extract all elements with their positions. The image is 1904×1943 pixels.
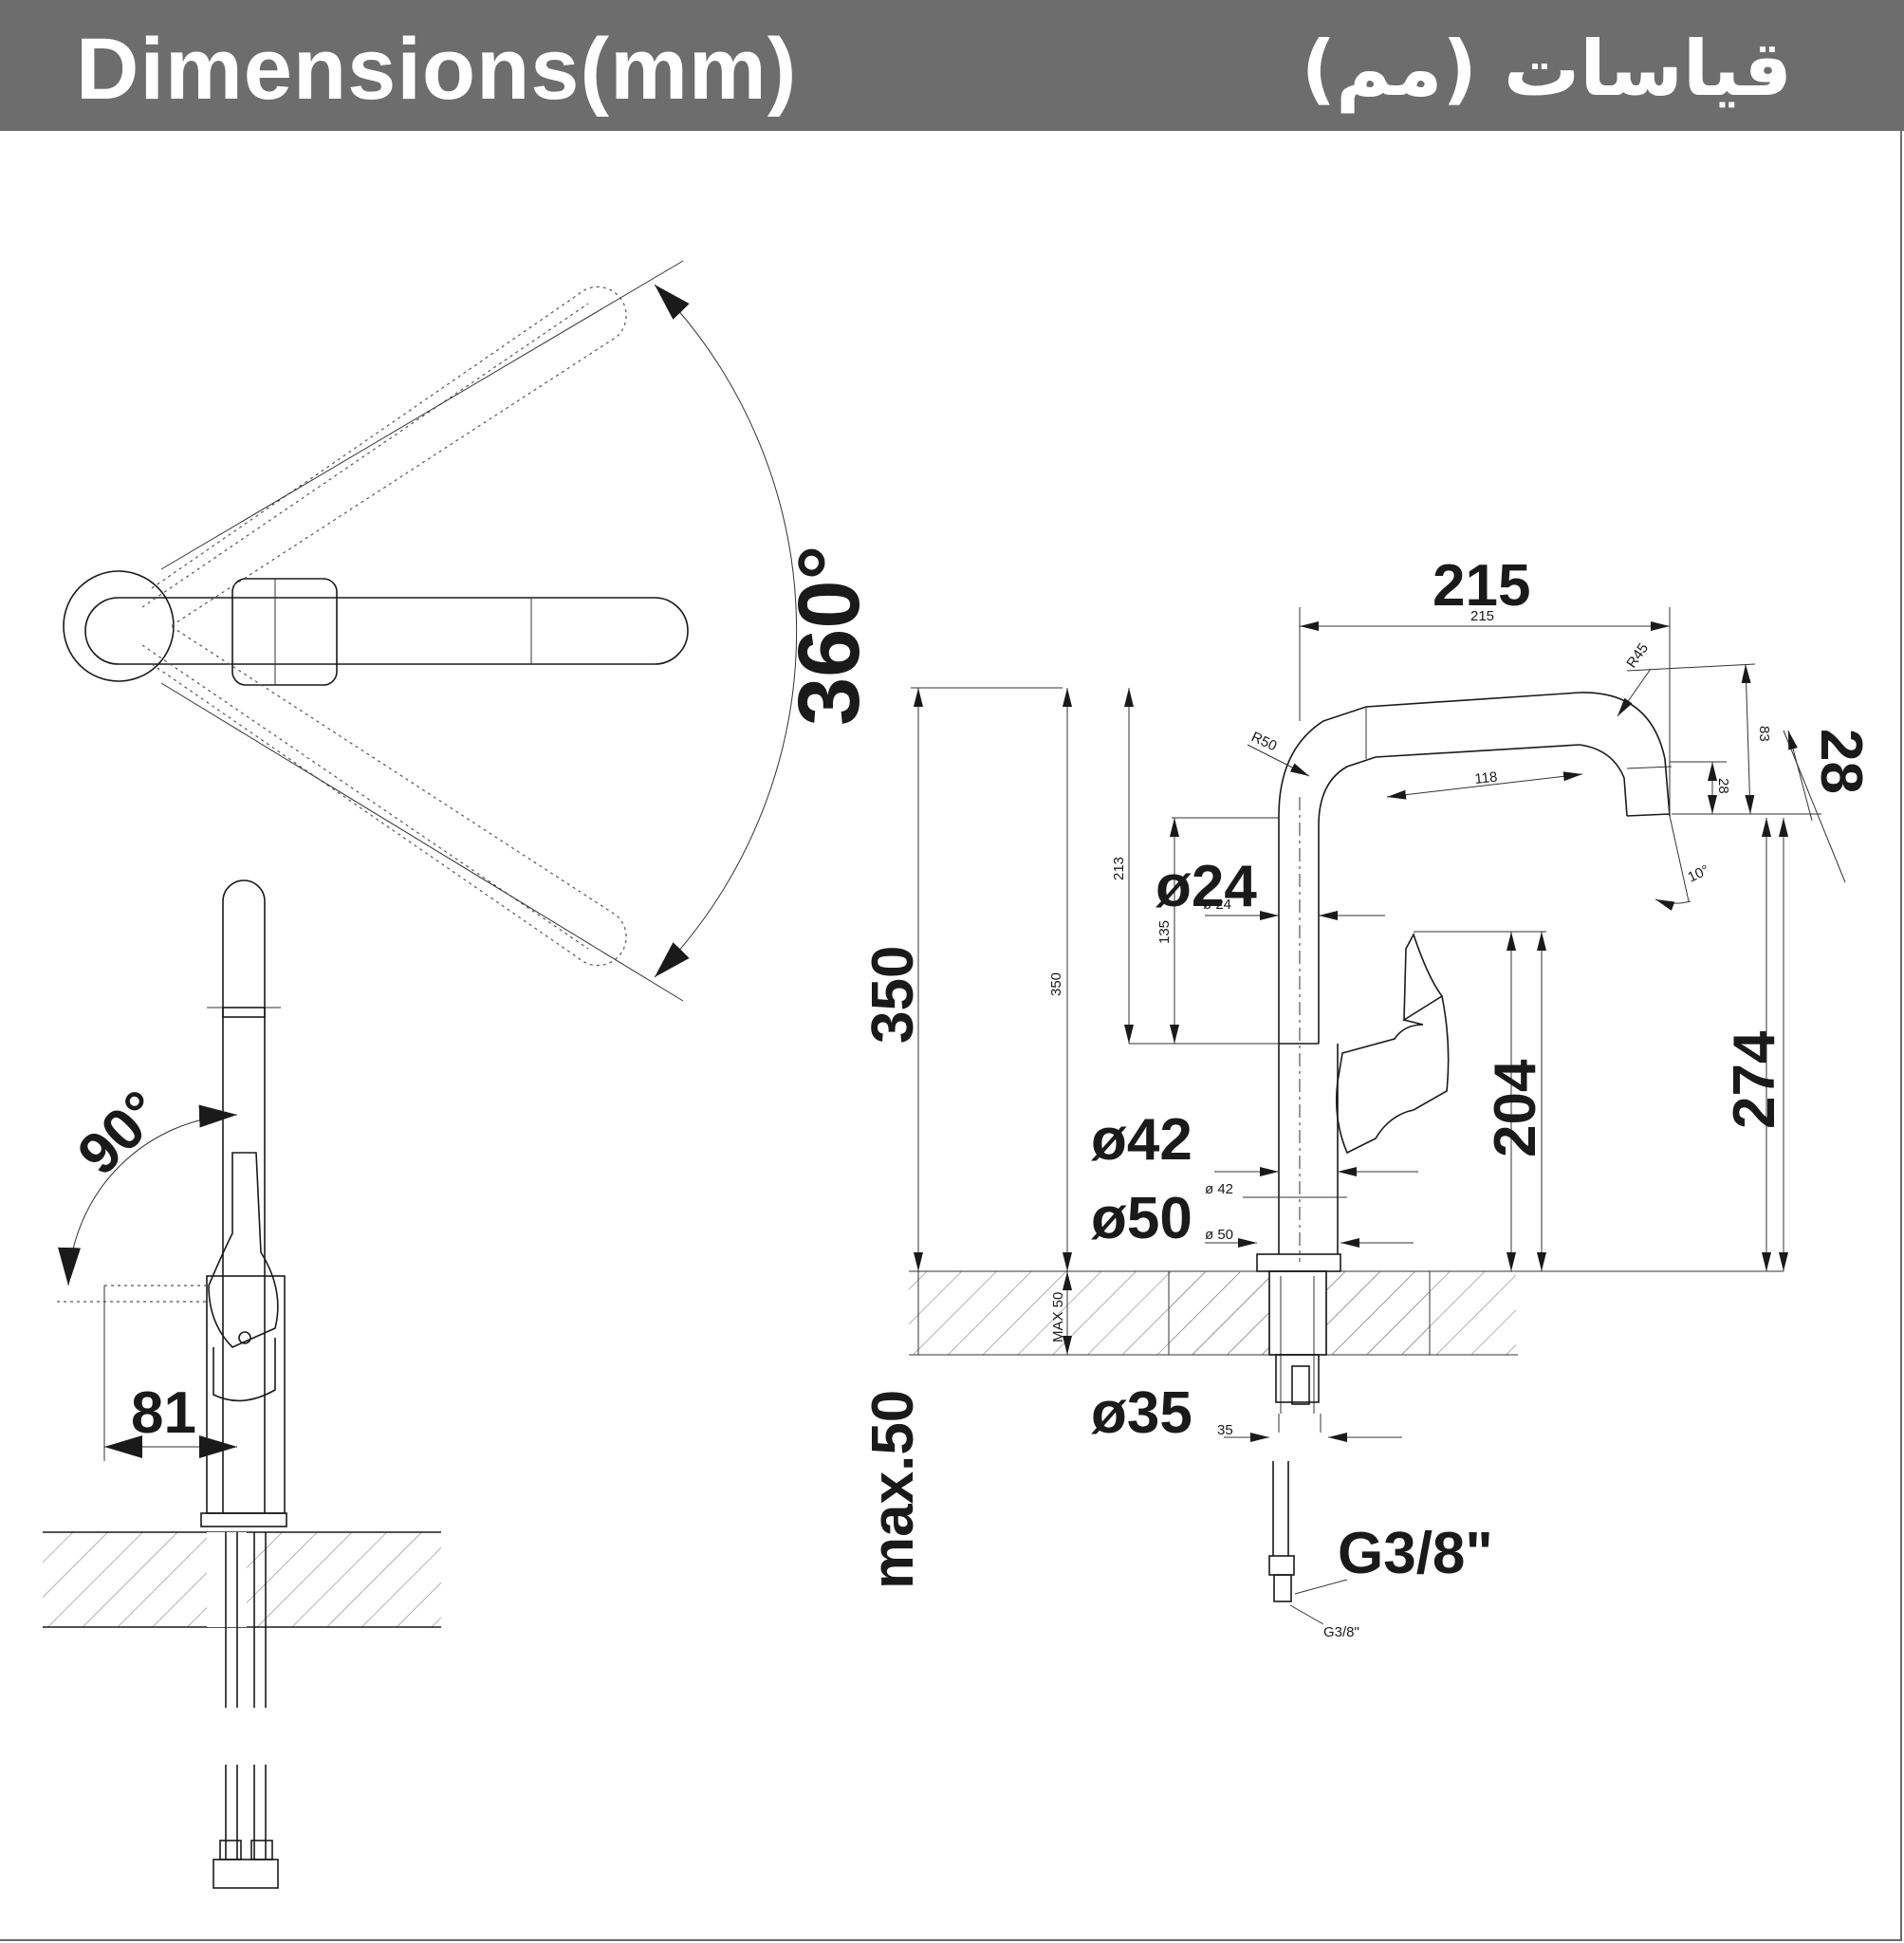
lever-angle-label: 90° <box>65 1079 175 1188</box>
tube-length-small: 135 <box>1156 920 1173 944</box>
top-view: 360° <box>63 260 878 1002</box>
connection-label: G3/8" <box>1338 1521 1493 1586</box>
body-diameter-small: ø 42 <box>1205 1181 1233 1197</box>
upper-height-small: 213 <box>1111 857 1127 880</box>
top-view-ghost-lower <box>151 625 627 967</box>
front-view: 215 215 R45 R50 118 83 28 28 10° 350 3 <box>860 553 1874 1640</box>
elbow-radius-label: R50 <box>1248 729 1279 754</box>
top-view-spout <box>84 597 689 665</box>
aerator-label: 28 <box>1808 729 1874 794</box>
lever-angle-arc <box>58 1104 238 1286</box>
front-view-base <box>1256 1253 1341 1272</box>
rotation-label: 360° <box>781 546 878 726</box>
total-height-small: 350 <box>1048 972 1064 996</box>
spout-tube-dimension <box>1386 771 1583 800</box>
spout-reach-small: 215 <box>1470 608 1494 624</box>
body-diameter-label: ø42 <box>1091 1107 1192 1173</box>
side-view: 90° 81 <box>43 879 441 1889</box>
spout-drop-small: 83 <box>1756 726 1772 742</box>
base-diameter-small: ø 50 <box>1205 1227 1233 1243</box>
shank-diameter-label: ø35 <box>1091 1380 1192 1446</box>
tube-diameter-small: ø 24 <box>1203 897 1231 913</box>
top-view-ghost-upper <box>151 286 627 627</box>
deck-max-small: MAX 50 <box>1050 1292 1066 1342</box>
spout-radius-label: R45 <box>1623 640 1652 671</box>
lever-height-label: 204 <box>1483 1059 1548 1157</box>
tube-diameter-label: ø24 <box>1155 854 1257 919</box>
shank-diameter-small: 35 <box>1217 1422 1233 1438</box>
spout-tube-length: 118 <box>1474 769 1499 787</box>
lever-offset-label: 81 <box>131 1380 196 1446</box>
front-view-spout <box>1278 692 1581 1044</box>
title-arabic: قياسات (مم) <box>1301 25 1792 113</box>
side-view-body <box>206 1275 286 1514</box>
title-english: Dimensions(mm) <box>76 21 798 118</box>
front-view-lever <box>1335 994 1450 1155</box>
top-view-lever <box>231 578 338 686</box>
header-bar: Dimensions(mm) قياسات (مم) <box>0 0 1904 131</box>
spout-reach-label: 215 <box>1433 553 1530 619</box>
connection-small: G3/8" <box>1323 1624 1359 1640</box>
spout-tilt-arc <box>1654 898 1691 911</box>
side-view-spout <box>222 879 266 1513</box>
outlet-height-label: 274 <box>1722 1030 1787 1129</box>
deck-max-label: max.50 <box>860 1390 926 1589</box>
total-height-label: 350 <box>860 946 926 1044</box>
aerator-small: 28 <box>1715 778 1731 794</box>
rotation-arc <box>654 284 798 978</box>
side-view-lever <box>208 1152 279 1348</box>
top-view-base <box>63 570 175 682</box>
base-diameter-label: ø50 <box>1091 1186 1192 1251</box>
front-view-connector <box>1273 1574 1292 1602</box>
spout-tilt-label: 10° <box>1686 862 1712 886</box>
side-view-connector <box>213 1859 279 1889</box>
front-view-body <box>1278 1043 1319 1254</box>
spout-drop-dimension <box>1741 663 1755 815</box>
